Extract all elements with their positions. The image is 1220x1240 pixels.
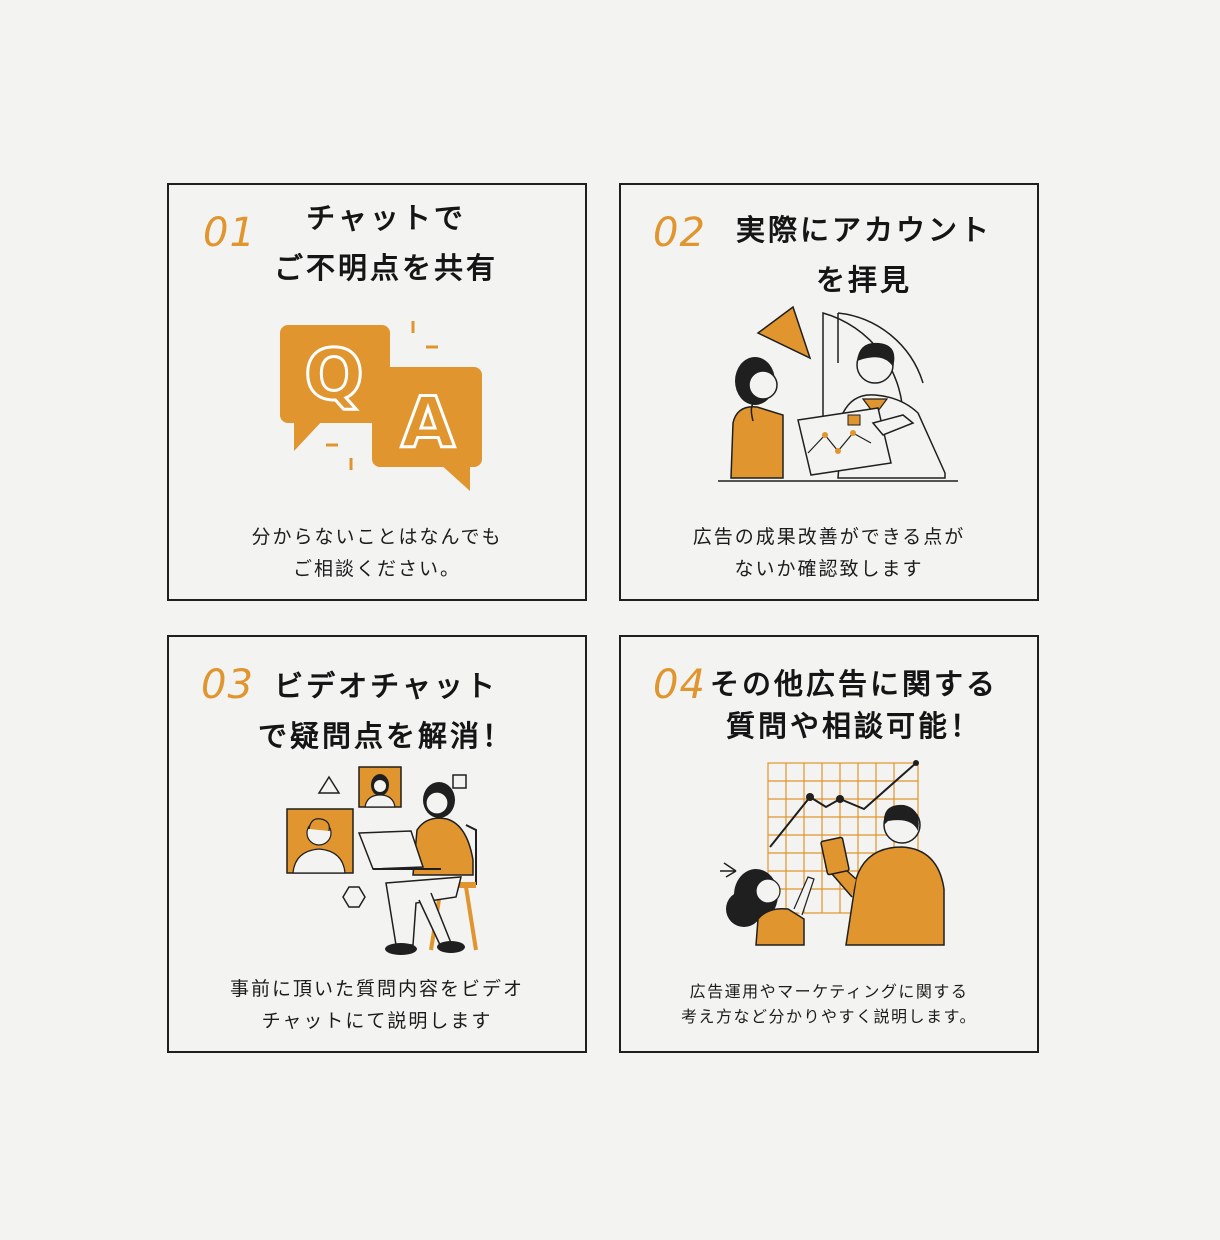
- qa-speech-bubbles-icon: Q A: [280, 321, 482, 491]
- card-description: 広告の成果改善ができる点が ないか確認致します: [692, 526, 966, 580]
- card-02-account-review: 02 実際にアカウント を拝見 広告の成果改善ができる点が ないか確認致します: [619, 183, 1039, 601]
- step-number: 01: [203, 210, 256, 256]
- card-description: 事前に頂いた質問内容をビデオ チャットにて説明します: [229, 978, 524, 1032]
- a-letter: A: [401, 382, 455, 464]
- video-chat-illustration: [286, 766, 478, 955]
- card-title: チャットで ご不明点を共有: [273, 201, 498, 285]
- card-description: 広告運用やマーケティングに関する 考え方など分かりやすく説明します。: [681, 982, 977, 1026]
- card-title: その他広告に関する 質問や相談可能！: [709, 667, 998, 743]
- card-description: 分からないことはなんでも ご相談ください。: [251, 526, 503, 580]
- step-number: 04: [653, 662, 706, 708]
- consultation-chart-illustration: [720, 760, 945, 946]
- card-03-video-chat: 03 ビデオチャット で疑問点を解消！: [167, 635, 587, 1053]
- step-number: 03: [201, 662, 254, 708]
- account-review-illustration: [718, 305, 958, 482]
- card-01-chat: 01 チャットで ご不明点を共有 Q A 分からないことはなんでも ご相談くださ…: [167, 183, 587, 601]
- card-title: 実際にアカウント を拝見: [735, 213, 992, 297]
- card-04-consultation: 04 その他広告に関する 質問や相談可能！: [619, 635, 1039, 1053]
- card-title: ビデオチャット で疑問点を解消！: [257, 669, 514, 753]
- q-letter: Q: [304, 334, 364, 416]
- step-number: 02: [653, 210, 706, 256]
